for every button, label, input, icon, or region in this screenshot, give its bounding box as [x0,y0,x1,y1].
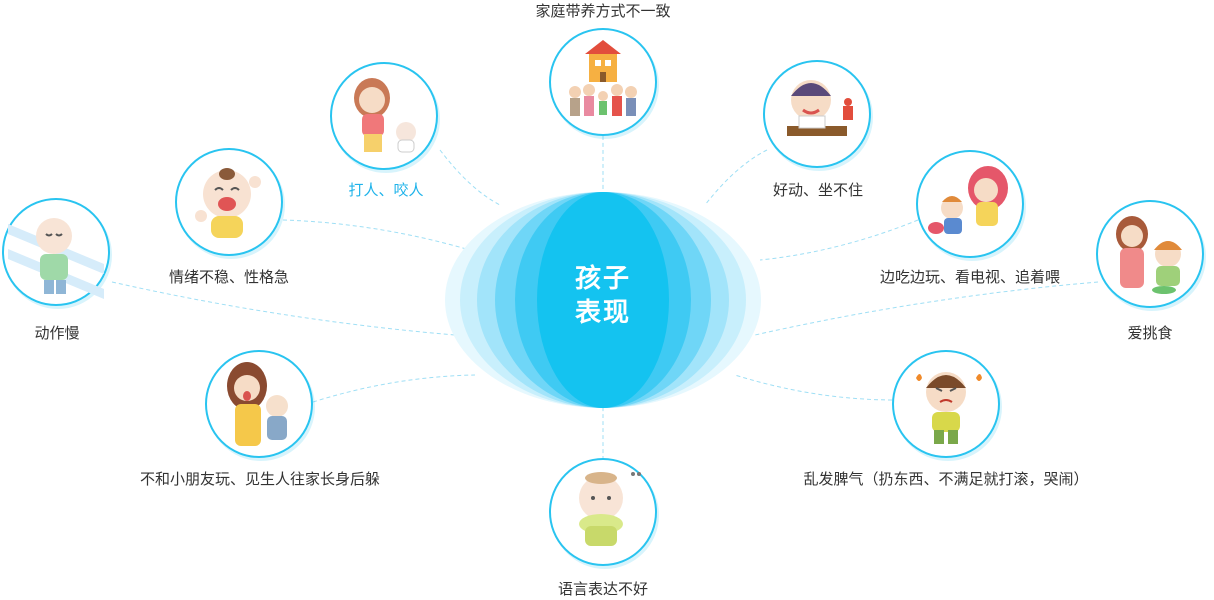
calm-baby-illustration [2,198,110,306]
connector-line [439,149,501,206]
label-shy: 不和小朋友玩、见生人往家长身后躲 [139,470,381,488]
crying-baby-illustration [175,148,283,256]
restless-child-illustration [763,60,871,168]
label-active: 好动、坐不住 [772,181,864,199]
label-temper: 乱发脾气（扔东西、不满足就打滚，哭闹） [803,470,1089,488]
connector-line [734,374,893,401]
label-picky: 爱挑食 [1127,324,1173,342]
label-parenting: 家庭带养方式不一致 [535,2,671,20]
label-slow: 动作慢 [34,324,80,342]
label-mood: 情绪不稳、性格急 [168,268,290,286]
label-speech: 语言表达不好 [557,580,649,598]
mother-and-baby-illustration [330,62,438,170]
chasing-to-feed-illustration [916,150,1024,258]
label-feeding: 边吃边玩、看电视、追着喂 [879,268,1061,286]
shy-child-illustration [205,350,313,458]
angry-child-illustration [892,350,1000,458]
center-title-line-2: 表现 [574,298,631,328]
family-house-illustration [549,28,657,136]
connector-line [704,149,768,206]
connector-line [754,281,1099,336]
center-title: 孩子 表现 [548,262,658,330]
connector-line [111,281,456,336]
connector-line [282,219,471,251]
picky-eater-illustration [1096,200,1204,308]
center-title-line-1: 孩子 [574,264,631,294]
quiet-baby-illustration [549,458,657,566]
label-hitting: 打人、咬人 [348,181,424,199]
